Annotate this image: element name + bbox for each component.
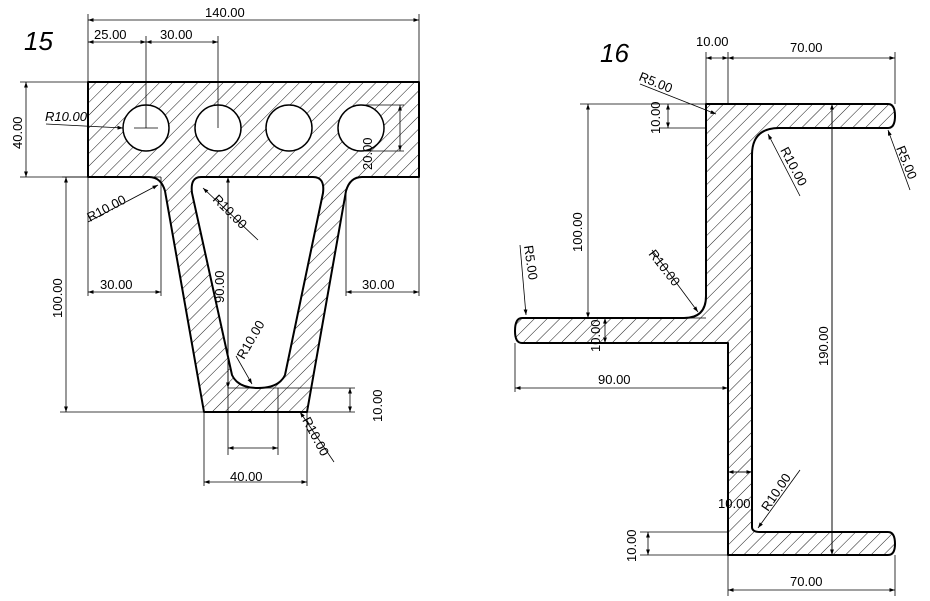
dim-top-thickness: 10.00 xyxy=(648,101,663,134)
figure-16-label: 16 xyxy=(600,38,629,68)
dim-bottom-thickness: 10.00 xyxy=(370,389,385,422)
dimension-lines-16 xyxy=(515,56,911,592)
dim-overall-width: 140.00 xyxy=(205,5,245,20)
dim-bottom-thickness: 10.00 xyxy=(624,529,639,562)
hole-4 xyxy=(337,104,385,152)
dim-bottom-width: 40.00 xyxy=(230,469,263,484)
dim-bottom-fillet: R10.00 xyxy=(758,471,794,514)
dim-hole-height: 20.00 xyxy=(360,137,375,170)
dim-top-right-radius: R5.00 xyxy=(893,144,920,182)
dim-web-height: 100.00 xyxy=(50,278,65,318)
figure-15-label: 15 xyxy=(24,26,53,56)
dim-left-end-radius: R5.00 xyxy=(521,244,541,280)
dim-cavity-depth: 90.00 xyxy=(212,270,227,303)
dim-hole-pitch: 30.00 xyxy=(160,27,193,42)
dim-right-ledge: 30.00 xyxy=(362,277,395,292)
dim-top-web-offset: 10.00 xyxy=(696,34,729,49)
dimension-lines-15 xyxy=(24,18,419,484)
figure-16: 16 xyxy=(514,34,920,596)
dim-top-fillet: R10.00 xyxy=(777,144,810,188)
z-section-outline xyxy=(514,103,896,556)
dim-left-thickness: 10.00 xyxy=(588,319,603,352)
dim-upper-height: 100.00 xyxy=(570,212,585,252)
dim-fillet-left: R10.00 xyxy=(84,192,128,225)
dim-lower-fillet: R10.00 xyxy=(646,247,684,289)
dim-bottom-flange-width: 70.00 xyxy=(790,574,823,589)
dim-inner-fillet-top: R10.00 xyxy=(210,192,250,232)
dim-web-thickness: 10.00 xyxy=(718,496,751,511)
dim-left-arm-width: 90.00 xyxy=(598,372,631,387)
dim-top-flange-width: 70.00 xyxy=(790,40,823,55)
dim-left-ledge: 30.00 xyxy=(100,277,133,292)
dim-flange-height: 40.00 xyxy=(10,116,25,149)
hole-3 xyxy=(265,104,313,152)
dim-inner-fillet-bottom: R10.00 xyxy=(234,318,268,362)
dim-bottom-fillet: R10.00 xyxy=(299,414,332,458)
figure-15: 15 xyxy=(10,5,420,486)
dim-top-left-radius: R5.00 xyxy=(637,69,675,96)
dim-hole-offset: 25.00 xyxy=(94,27,127,42)
dim-overall-height: 190.00 xyxy=(816,326,831,366)
dim-hole-radius: R10.00 xyxy=(45,109,88,124)
